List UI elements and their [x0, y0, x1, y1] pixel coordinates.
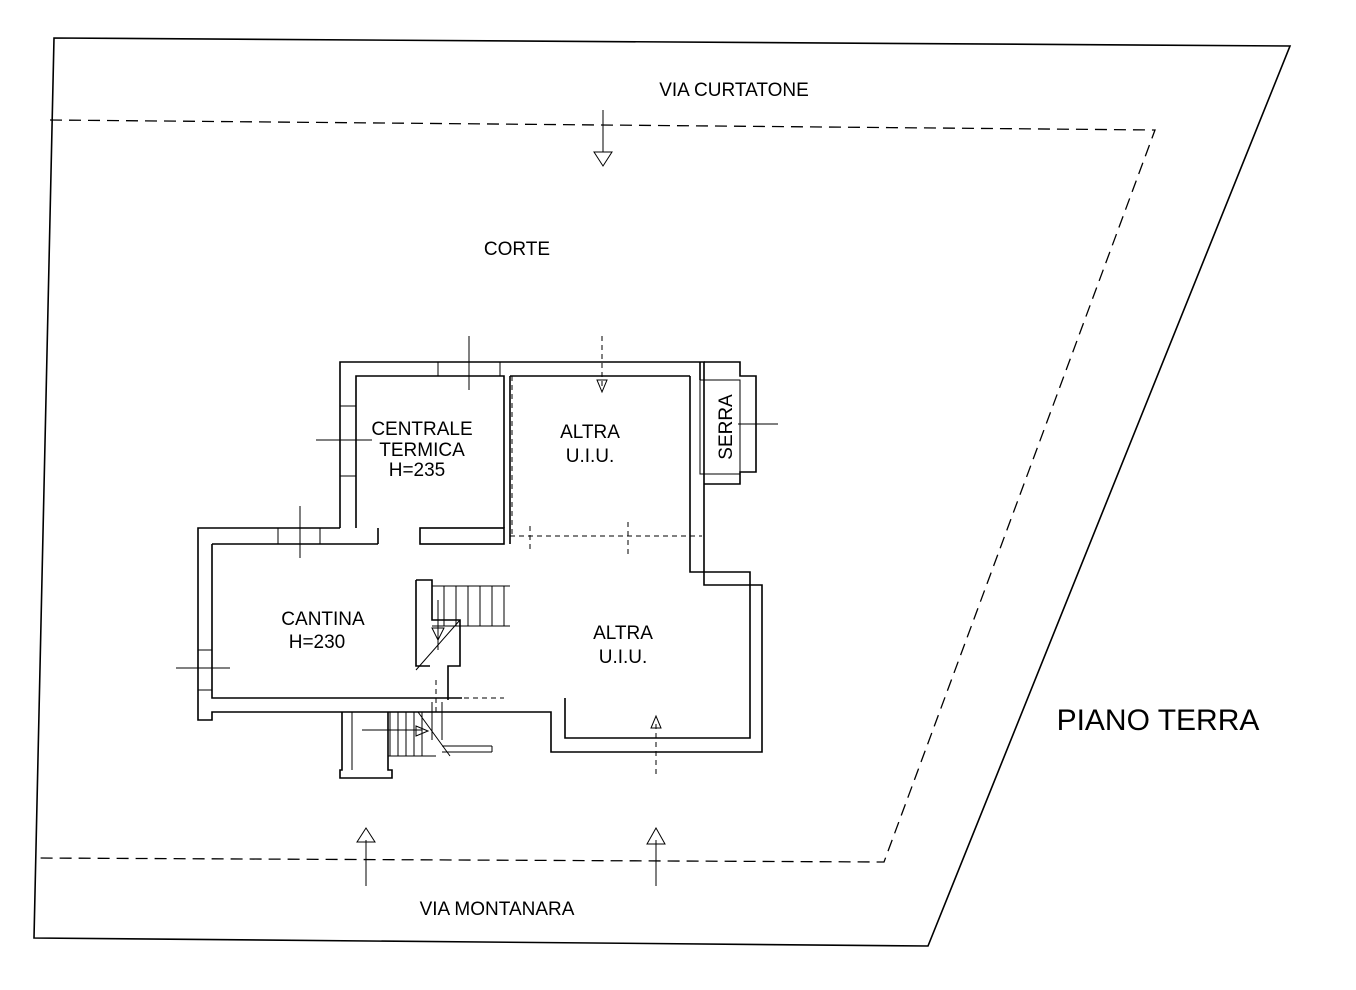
- altra-top-label-line2: U.I.U.: [566, 446, 615, 467]
- altra-bottom-label-line1: ALTRA: [593, 623, 653, 644]
- cantina-height-label: H=230: [289, 632, 346, 653]
- courtyard-label: CORTE: [484, 239, 550, 260]
- centrale-label-line1: CENTRALE: [371, 419, 472, 440]
- interior-markers: [529, 336, 662, 776]
- serra-structure: [699, 361, 778, 485]
- entrance-arrow-south-right: [646, 826, 666, 886]
- entrance-arrow-south-left: [356, 827, 376, 886]
- entrance-arrow-north: [593, 110, 613, 167]
- centrale-height-label: H=235: [389, 460, 446, 481]
- windows: [176, 336, 501, 691]
- cantina-label: CANTINA: [281, 609, 365, 630]
- centrale-label-line2: TERMICA: [379, 440, 465, 461]
- altra-bottom-label-line2: U.I.U.: [599, 647, 648, 668]
- property-boundary-dashed: [33, 119, 1156, 863]
- lot-boundary: [33, 37, 1292, 947]
- north-street-label: VIA CURTATONE: [659, 80, 809, 101]
- building-walls: [197, 361, 763, 753]
- serra-label: SERRA: [716, 394, 737, 460]
- internal-stair: [415, 579, 510, 716]
- altra-top-label-line1: ALTRA: [560, 422, 620, 443]
- south-street-label: VIA MONTANARA: [420, 899, 575, 920]
- external-stair: [339, 702, 493, 779]
- plan-title: PIANO TERRA: [1057, 704, 1260, 737]
